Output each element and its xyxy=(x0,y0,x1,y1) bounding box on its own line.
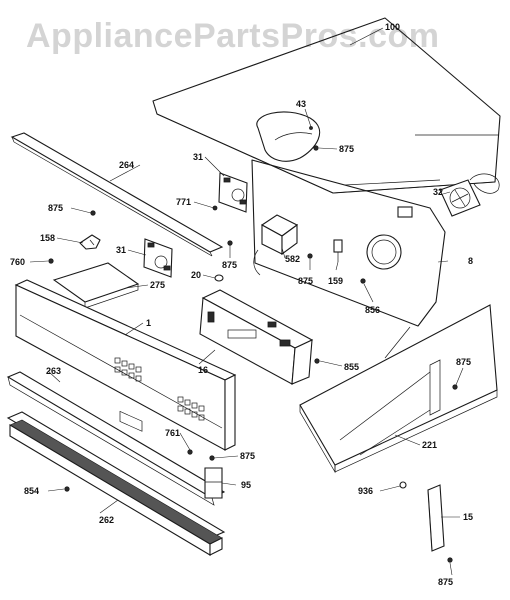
label-100: 100 xyxy=(385,22,400,32)
label-221: 221 xyxy=(422,440,437,450)
label-771: 771 xyxy=(176,197,191,207)
label-31-a: 31 xyxy=(193,152,203,162)
label-856: 856 xyxy=(365,305,380,315)
relay-582-part xyxy=(253,214,299,276)
label-875-d: 875 xyxy=(298,276,313,286)
label-20: 20 xyxy=(191,270,201,280)
label-875-f: 875 xyxy=(240,451,255,461)
label-31-b: 31 xyxy=(116,245,126,255)
label-875-b: 875 xyxy=(48,203,63,213)
watermark-text: AppliancePartsPros.com xyxy=(26,17,439,55)
label-158: 158 xyxy=(40,233,55,243)
label-875-a: 875 xyxy=(339,144,354,154)
label-262: 262 xyxy=(99,515,114,525)
label-875-c: 875 xyxy=(222,260,237,270)
label-275: 275 xyxy=(150,280,165,290)
trim-rail-264-part xyxy=(10,132,224,257)
label-95: 95 xyxy=(241,480,251,490)
label-854: 854 xyxy=(24,486,39,496)
top-panel-part xyxy=(152,17,501,194)
switch-31-lower-part xyxy=(143,238,173,278)
label-582: 582 xyxy=(285,254,300,264)
bracket-275-part xyxy=(52,262,140,309)
label-32: 32 xyxy=(433,187,443,197)
label-936: 936 xyxy=(358,486,373,496)
control-board-16-part xyxy=(199,289,314,385)
label-159: 159 xyxy=(328,276,343,286)
bracket-43-part xyxy=(256,111,321,162)
part-labels: 100 43 875 31 264 32 771 875 158 31 875 … xyxy=(10,22,473,587)
grommet-20-part xyxy=(214,274,224,282)
label-875-g: 875 xyxy=(438,577,453,587)
side-panel-221-part xyxy=(299,304,498,474)
label-8: 8 xyxy=(468,256,473,266)
label-761: 761 xyxy=(165,428,180,438)
fan-32-part xyxy=(439,173,500,217)
vent-trim-262-part xyxy=(6,411,226,556)
label-43: 43 xyxy=(296,99,306,109)
label-855: 855 xyxy=(344,362,359,372)
label-760: 760 xyxy=(10,257,25,267)
keypad-buttons xyxy=(114,357,205,421)
trim-strip-263-part xyxy=(6,371,226,506)
leader-lines xyxy=(29,27,464,576)
bracket-95-part xyxy=(204,467,223,499)
sensor-159-part xyxy=(333,239,343,262)
control-panel-1-part xyxy=(14,279,237,451)
back-panel-part xyxy=(251,159,446,359)
label-875-e: 875 xyxy=(456,357,471,367)
clip-158-part xyxy=(79,234,101,250)
fasteners xyxy=(48,145,458,563)
switch-31-upper-part xyxy=(218,172,248,213)
label-1: 1 xyxy=(146,318,151,328)
panel-15-part xyxy=(427,484,445,552)
label-15: 15 xyxy=(463,512,473,522)
label-263: 263 xyxy=(46,366,61,376)
label-16: 16 xyxy=(198,365,208,375)
label-264: 264 xyxy=(119,160,134,170)
